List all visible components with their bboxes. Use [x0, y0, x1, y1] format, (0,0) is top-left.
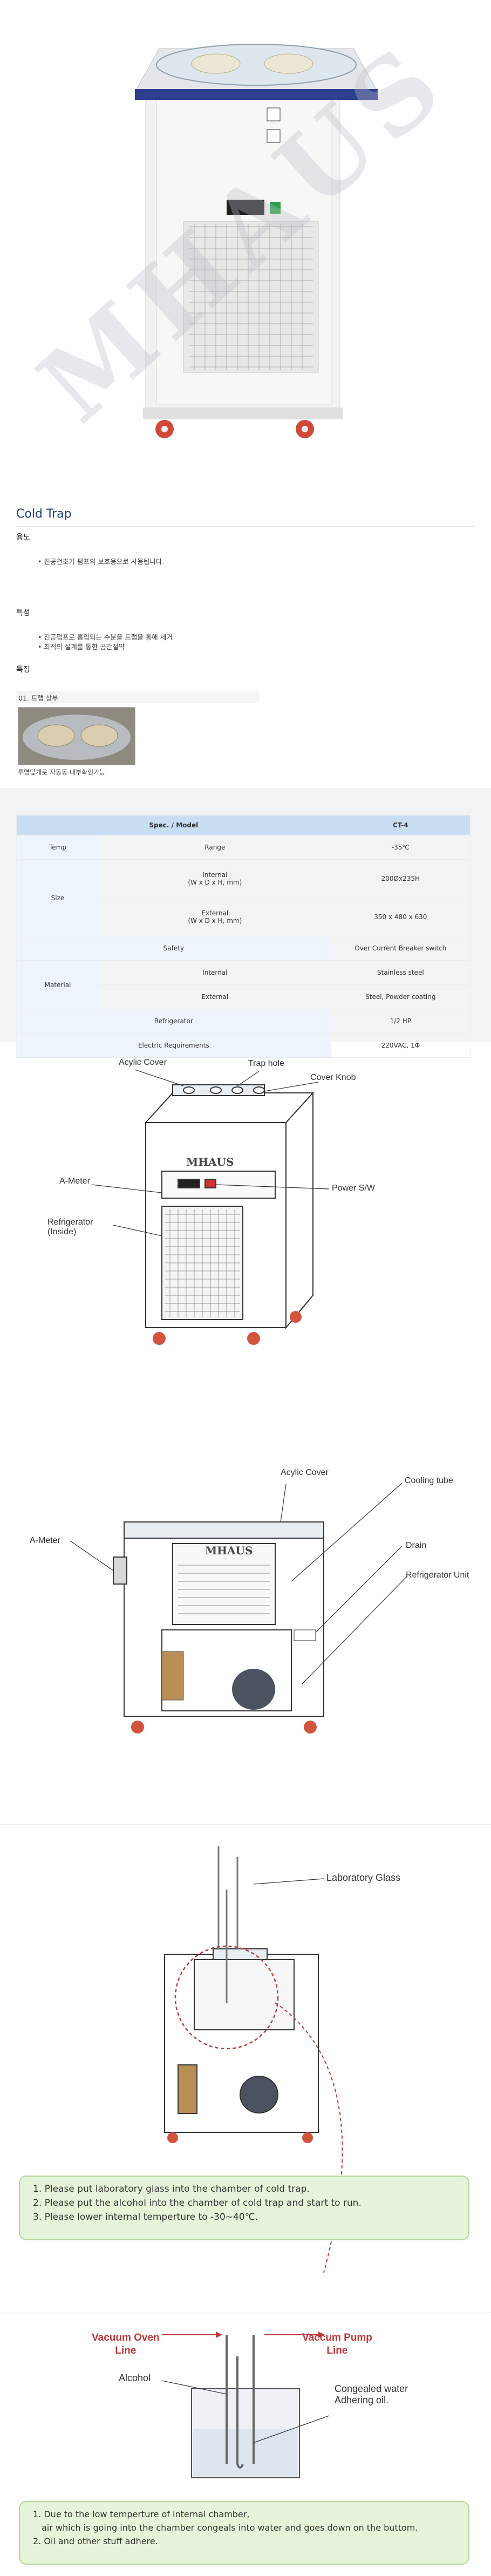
label-alcohol: Alcohol: [119, 2373, 151, 2383]
usage-item: • 진공건조기 펌프의 보호용으로 사용됩니다.: [38, 558, 165, 566]
principle-notes: 1. Due to the low temperture of internal…: [19, 2501, 469, 2565]
row-group: Safety: [16, 936, 331, 961]
detail-tab-bar: 01. 트랩 상부: [16, 691, 259, 703]
table-row: Material Internal Stainless steel: [16, 960, 471, 1009]
diagram-principle: Vacuum Oven Line Vaccum Pump Line Alcoho…: [0, 2313, 491, 2574]
feature-item: • 최적의 설계를 통한 공간절약: [38, 643, 125, 651]
detail-heading: 특징: [16, 665, 30, 674]
table-row: Electric Requirements 220VAC, 1Φ: [16, 1033, 471, 1058]
note-line: air which is going into the chamber cong…: [42, 2523, 418, 2533]
label-acylic-cover: Acylic Cover: [119, 1058, 167, 1067]
table-row: Temp Range -35℃: [16, 835, 471, 860]
row-group: Material: [16, 960, 99, 1009]
label-cover-knob: Cover Knob: [310, 1073, 356, 1082]
feature-heading: 특성: [16, 609, 30, 617]
row-group: Refrigerator: [16, 1009, 331, 1034]
label-acylic-cover: Acylic Cover: [281, 1468, 329, 1477]
row-group: Electric Requirements: [16, 1033, 331, 1058]
row-value: Over Current Breaker switch: [330, 936, 471, 961]
table-row: External Steel, Powder coating: [17, 984, 471, 1009]
table-header: Spec. / Model: [16, 815, 331, 835]
table-header-row: Spec. / Model CT-4: [16, 815, 471, 835]
diagram-exterior: MHAUS Acylic Cover Trap hole Cover Knob …: [0, 1058, 491, 1425]
note-line: 1. Due to the low temperture of internal…: [33, 2509, 250, 2519]
row-value: Stainless steel: [330, 960, 471, 985]
label-vacuum-oven-line: Vacuum Oven Line: [92, 2332, 160, 2356]
label-vacuum-pump-line: Vaccum Pump Line: [302, 2332, 372, 2356]
row-value: 220VAC, 1Φ: [330, 1033, 471, 1058]
row-sub: External: [99, 984, 331, 1009]
table-row: Size Internal (W x D x H, mm) 200Øx235H: [16, 859, 471, 936]
label-power-switch: Power S/W: [332, 1184, 376, 1193]
setup-drawing: [164, 1846, 343, 2273]
setup-instructions: 1. Please put laboratory glass into the …: [19, 2176, 469, 2240]
instruction-line: 1. Please put laboratory glass into the …: [33, 2184, 310, 2194]
label-trap-hole: Trap hole: [248, 1059, 284, 1068]
row-value: 1/2 HP: [330, 1009, 471, 1034]
lid-photo: [18, 708, 135, 765]
brand-label: MHAUS: [186, 1156, 234, 1168]
thumbnail-caption: 투명덮개로 자동동 내부확인가능: [18, 769, 106, 776]
table-header: CT-4: [330, 815, 471, 835]
product-title: Cold Trap: [16, 507, 72, 521]
brand-label: MHAUS: [205, 1544, 253, 1557]
row-sub: Range: [99, 835, 331, 860]
detail-tab[interactable]: 01. 트랩 상부: [18, 694, 58, 702]
row-group: Temp: [16, 835, 99, 860]
row-value: 200Øx235H: [330, 859, 471, 898]
usage-heading: 용도: [16, 533, 30, 542]
spec-table: Spec. / Model CT-4 Temp Range -35℃ Size …: [16, 815, 471, 1058]
row-sub: External (W x D x H, mm): [99, 898, 331, 936]
diagram-cross-section: MHAUS Acylic Cover Cooling tube A-Meter …: [0, 1468, 491, 1770]
hero-product-photo: MHAUS: [0, 0, 491, 486]
detail-thumbnail[interactable]: [18, 707, 135, 765]
row-sub: Internal: [99, 960, 331, 985]
note-line: 2. Oil and other stuff adhere.: [33, 2536, 158, 2546]
exterior-drawing: MHAUS: [91, 1069, 330, 1345]
label-ameter: A-Meter: [59, 1177, 90, 1186]
instruction-line: 2. Please put the alcohol into the chamb…: [33, 2198, 362, 2208]
row-value: Steel, Powder coating: [330, 984, 471, 1009]
table-row: Refrigerator 1/2 HP: [16, 1009, 471, 1034]
label-refrigerator-unit: Refrigerator Unit: [406, 1571, 469, 1580]
feature-item: • 진공펌프로 흡입되는 수분을 트랩을 통해 제거: [38, 633, 173, 641]
label-drain: Drain: [406, 1541, 427, 1550]
label-congealed: Congealed water Adhering oil.: [335, 2383, 408, 2405]
cold-trap-photo: [134, 44, 378, 438]
table-row: Safety Over Current Breaker switch: [16, 936, 471, 961]
row-value: -35℃: [330, 835, 471, 860]
cross-section-drawing: MHAUS: [70, 1483, 408, 1734]
diagram-setup: Laboratory Glass 1. Please put laborator…: [0, 1824, 491, 2310]
instruction-line: 3. Please lower internal temperture to -…: [33, 2212, 258, 2222]
label-laboratory-glass: Laboratory Glass: [326, 1872, 401, 1883]
principle-drawing: [161, 2332, 330, 2478]
row-value: 350 x 480 x 630: [330, 898, 471, 936]
label-ameter: A-Meter: [30, 1536, 60, 1545]
title-divider: [16, 526, 475, 527]
row-sub: Internal (W x D x H, mm): [99, 859, 331, 898]
row-group: Size: [16, 859, 99, 936]
label-refrigerator-inside: Refrigerator (Inside): [47, 1218, 93, 1236]
label-cooling-tube: Cooling tube: [405, 1476, 453, 1485]
